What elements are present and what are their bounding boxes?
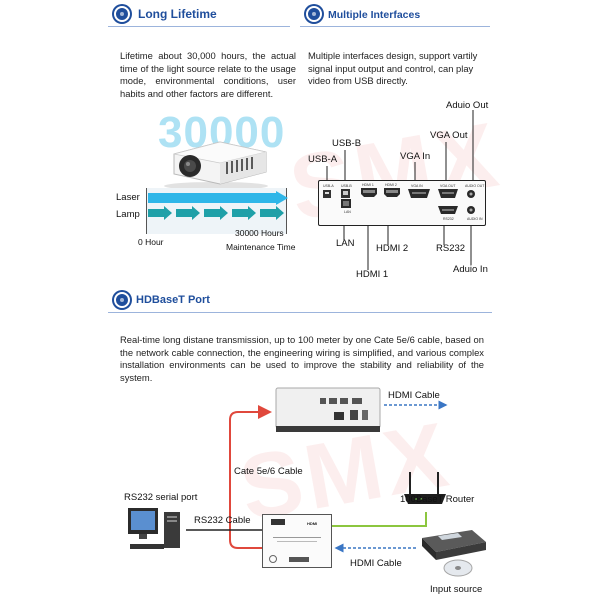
panel-mark-usb-b: USB-B bbox=[341, 184, 352, 188]
section-paragraph: Real-time long distane transmission, up … bbox=[120, 334, 484, 383]
box-brand: HDMI bbox=[307, 521, 318, 526]
section-bullet-icon bbox=[306, 6, 322, 22]
section-title: Long Lifetime bbox=[138, 7, 217, 21]
router-image bbox=[404, 472, 446, 504]
callout-vga-out: VGA Out bbox=[430, 130, 468, 141]
callout-usb-b: USB-B bbox=[332, 138, 362, 149]
panel-mark-audio-in: AUDIO IN bbox=[467, 217, 483, 221]
input-source-label: Input source bbox=[430, 584, 483, 595]
end-hours-label: 30000 Hours bbox=[235, 228, 284, 238]
rs232-cable-label: RS232 Cable bbox=[194, 515, 251, 526]
box-port bbox=[269, 555, 277, 563]
panel-mark-usb-a: USB-A bbox=[323, 184, 334, 188]
section-title: HDBaseT Port bbox=[136, 294, 210, 306]
lifetime-axis-start bbox=[146, 188, 147, 234]
section-paragraph: Multiple interfaces design, support vart… bbox=[308, 50, 478, 86]
laser-label: Laser bbox=[116, 192, 140, 203]
hdmi-cable-top-label: HDMI Cable bbox=[388, 390, 440, 401]
projector-image bbox=[275, 387, 381, 432]
box-divider bbox=[273, 537, 321, 538]
section-divider bbox=[300, 26, 490, 27]
input-source-image bbox=[422, 530, 486, 577]
callout-usb-a: USB-A bbox=[308, 154, 338, 165]
hdbaset-transmitter-box: HDMI bbox=[262, 514, 332, 568]
callout-hdmi1: HDMI 1 bbox=[356, 269, 389, 280]
box-port bbox=[271, 519, 285, 525]
callout-lan: LAN bbox=[336, 238, 355, 249]
router-label: 100BaseT Router bbox=[400, 494, 475, 505]
callout-hdmi2: HDMI 2 bbox=[376, 243, 409, 254]
cate-cable-label: Cate 5e/6 Cable bbox=[234, 466, 303, 477]
computer-image bbox=[128, 508, 180, 549]
box-port bbox=[289, 557, 309, 562]
callout-audio-out: Aduio Out bbox=[446, 100, 489, 111]
rs232-serial-port-label: RS232 serial port bbox=[124, 492, 198, 503]
section-bullet-icon bbox=[114, 6, 130, 22]
callout-rs232: RS232 bbox=[436, 243, 466, 254]
panel-mark-hdmi2: HDMI 2 bbox=[385, 183, 397, 187]
start-hour-label: 0 Hour bbox=[138, 237, 164, 247]
panel-mark-vga-in: VGA IN bbox=[411, 184, 423, 188]
laser-bar bbox=[148, 191, 288, 205]
panel-mark-audio-out: AUDIO OUT bbox=[465, 184, 485, 188]
hdmi-cable-bottom-label: HDMI Cable bbox=[350, 558, 402, 569]
panel-mark-lan: LAN bbox=[344, 210, 351, 214]
panel-mark-rs232: RS232 bbox=[443, 217, 454, 221]
lamp-bar bbox=[148, 206, 284, 220]
lifetime-axis-end bbox=[286, 188, 287, 234]
section-divider bbox=[108, 26, 290, 27]
panel-mark-hdmi1: HDMI 1 bbox=[362, 183, 374, 187]
callout-audio-in: Aduio In bbox=[453, 264, 488, 275]
callout-vga-in: VGA In bbox=[400, 151, 431, 162]
rear-io-ports bbox=[323, 188, 475, 214]
section-title: Multiple Interfaces bbox=[328, 9, 421, 21]
section-paragraph: Lifetime about 30,000 hours, the actual … bbox=[120, 50, 296, 99]
box-divider bbox=[277, 541, 317, 542]
panel-mark-vga-out: VGA OUT bbox=[440, 184, 456, 188]
section-bullet-icon bbox=[114, 292, 130, 308]
maintenance-time-label: Maintenance Time bbox=[226, 242, 296, 252]
section-divider bbox=[108, 312, 492, 313]
lamp-label: Lamp bbox=[116, 209, 140, 220]
